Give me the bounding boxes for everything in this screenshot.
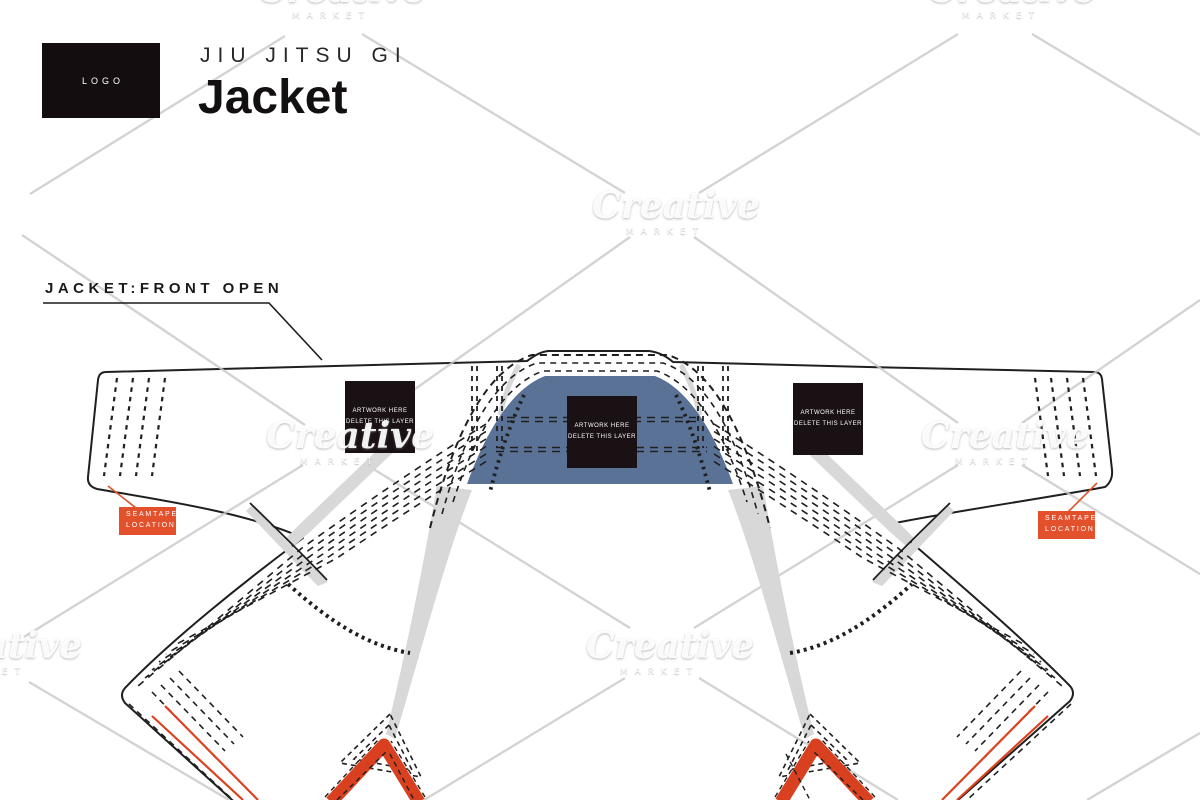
watermark-lattice (21, 32, 1200, 800)
seamtape-line1: SEAMTAPE (126, 511, 179, 519)
artwork-placeholder-line2: DELETE THIS LAYER (568, 434, 636, 440)
underarm-fold-lines (249, 502, 951, 581)
artwork-placeholder-line2: DELETE THIS LAYER (346, 419, 414, 425)
red-seam-details (107, 482, 1098, 800)
page-title: Jacket (198, 71, 348, 124)
seamtape-label-left: SEAMTAPE LOCATION (119, 507, 176, 535)
artwork-placeholder-line1: ARTWORK HERE (800, 410, 856, 417)
artwork-placeholder-line1: ARTWORK HERE (574, 423, 630, 430)
artwork-placeholder-line2: DELETE THIS LAYER (794, 421, 862, 427)
artwork-placeholder-line1: ARTWORK HERE (352, 408, 408, 415)
artwork-placeholder-right: ARTWORK HERE DELETE THIS LAYER (793, 383, 863, 455)
seamtape-line2: LOCATION (1045, 526, 1095, 533)
view-label: JACKET:FRONT OPEN (45, 280, 284, 297)
view-label-leader (43, 302, 323, 361)
stitch-lines (102, 354, 1098, 800)
seamtape-line2: LOCATION (126, 522, 176, 529)
seamtape-label-right: SEAMTAPE LOCATION (1038, 511, 1095, 539)
brand-logo-box: LOGO (42, 43, 160, 118)
artwork-placeholder-center: ARTWORK HERE DELETE THIS LAYER (567, 396, 637, 468)
category-label: JIU JITSU GI (200, 44, 408, 67)
lining-shading (246, 363, 954, 739)
seamtape-line1: SEAMTAPE (1045, 515, 1098, 523)
brand-logo-label: LOGO (81, 75, 124, 86)
artwork-placeholder-left: ARTWORK HERE DELETE THIS LAYER (345, 381, 415, 453)
